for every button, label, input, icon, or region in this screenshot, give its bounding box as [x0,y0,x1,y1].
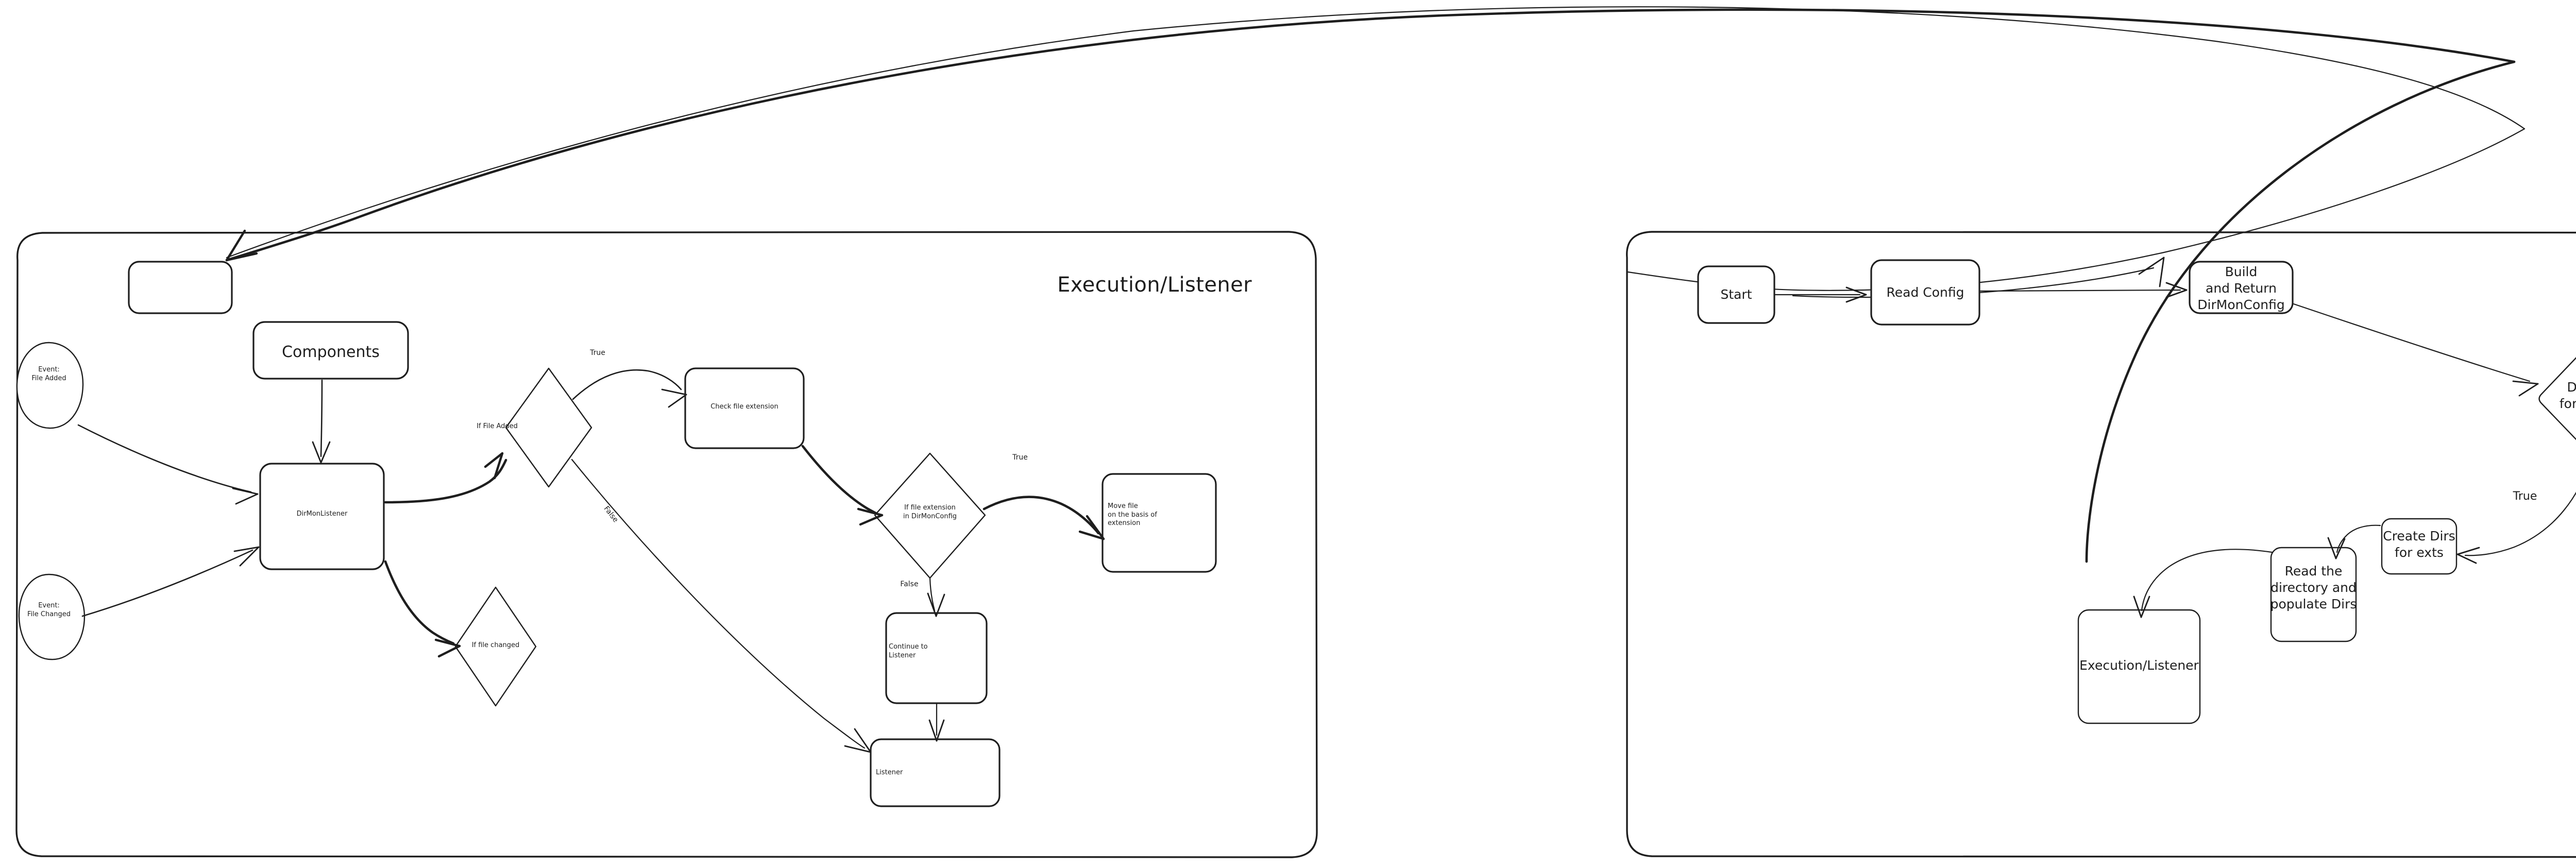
edge-file-changed-to-listener [81,546,260,617]
node-if-file-ext-in-config[interactable] [874,452,986,579]
edge-build-to-do-dirs [2293,303,2539,397]
edge-check-ext-to-if-ext [801,445,884,526]
node-components[interactable] [252,321,409,380]
edge-components-to-dirmonlistener [312,379,331,464]
node-read-config[interactable] [1870,259,1980,326]
edge-read-config-to-build [1979,282,2188,298]
node-if-file-added[interactable] [505,367,592,488]
node-move-file[interactable] [1101,473,1217,573]
edge-if-file-added-true [572,369,687,408]
node-event-file-added[interactable] [16,342,84,429]
edge-if-file-added-false [571,459,872,753]
node-start[interactable] [1697,265,1775,324]
edge-if-ext-true [982,496,1105,540]
edge-continue-to-listener [928,703,945,742]
node-do-dirs-exist[interactable] [2538,325,2576,472]
node-create-dirs[interactable] [2381,518,2458,575]
edge-start-to-read-config [1774,286,1867,303]
edge-file-added-to-listener [77,424,259,505]
execution-listener-panel-border [15,231,1318,858]
node-if-file-changed[interactable] [454,586,537,707]
node-continue-to-listener[interactable] [885,612,988,704]
node-listener[interactable] [870,738,1001,807]
node-build-return-config[interactable] [128,261,2294,314]
edge-if-ext-false [927,577,945,617]
initialization-panel-border [1626,231,2576,858]
edge-do-dirs-true [2456,491,2576,564]
node-event-file-changed[interactable] [18,573,86,660]
edge-dirmonlistener-to-if-file-changed [384,560,461,658]
edge-init-to-execution-arc [225,8,2516,563]
edge-dirmonlistener-to-if-file-added [384,452,507,504]
node-check-file-extension[interactable] [684,367,805,449]
node-read-directory[interactable] [2270,547,2357,642]
edge-read-directory-to-exec [2133,549,2273,618]
edge-create-dirs-to-read-directory [2327,524,2381,559]
node-dirmonlistener[interactable] [259,463,385,570]
node-execution-listener-right[interactable] [2077,609,2201,724]
edge-execution-to-init-arc [226,6,2526,298]
